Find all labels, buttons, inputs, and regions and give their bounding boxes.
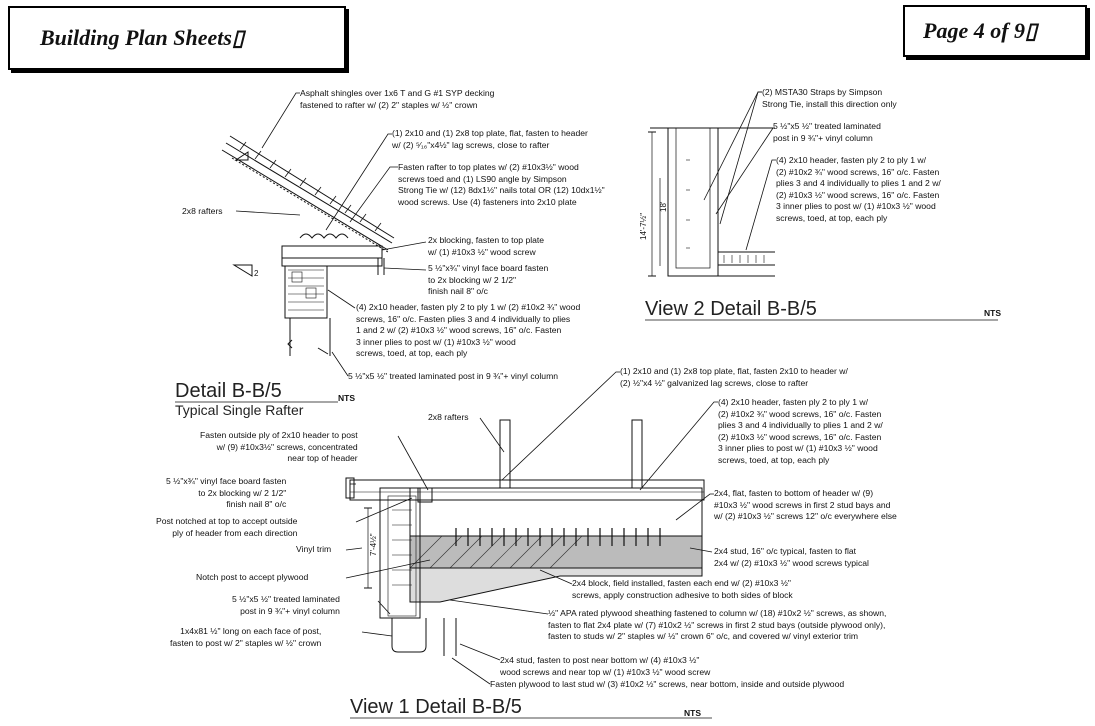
view2-note-header: (4) 2x10 header, fasten ply 2 to ply 1 w…	[776, 155, 941, 223]
detail-subtitle: Typical Single Rafter	[175, 402, 304, 418]
view1-note-last-stud: Fasten plywood to last stud w/ (3) #10x2…	[490, 679, 845, 689]
note-fasten-rafter: Fasten rafter to top plates w/ (2) #10x3…	[398, 162, 605, 207]
view2-note-post: 5 ½"x5 ½" treated laminated post in 9 ¾"…	[773, 121, 881, 143]
view1-note-block: 2x4 block, field installed, fasten each …	[572, 578, 793, 600]
view1-note-post: 5 ½"x5 ½" treated laminated post in 9 ¾"…	[232, 594, 340, 616]
note-rafters: 2x8 rafters	[182, 206, 223, 216]
note-post: 5 ½"x5 ½" treated laminated post in 9 ¾"…	[348, 371, 559, 381]
sheet-title-box: Building Plan Sheets▯	[8, 6, 346, 70]
note-shingles: Asphalt shingles over 1x6 T and G #1 SYP…	[300, 88, 495, 110]
svg-text:2: 2	[254, 269, 259, 278]
note-blocking: 2x blocking, fasten to top plate w/ (1) …	[428, 235, 545, 257]
rafter-section-leaders	[235, 92, 427, 377]
view1-note-notch-post: Notch post to accept plywood	[196, 572, 309, 582]
note-header: (4) 2x10 header, fasten ply 2 to ply 1 w…	[356, 302, 581, 358]
view1-note-header: (4) 2x10 header, fasten ply 2 to ply 1 w…	[718, 397, 883, 465]
view1-title: View 1 Detail B-B/5	[350, 696, 522, 718]
view2-note-straps: (2) MSTA30 Straps by Simpson Strong Tie,…	[762, 87, 897, 109]
note-vinyl-face: 5 ½"x¾" vinyl face board fasten to 2x bl…	[428, 263, 549, 296]
view1-note-plywood: ½" APA rated plywood sheathing fastened …	[548, 608, 887, 641]
view1-note-top-plate: (1) 2x10 and (1) 2x8 top plate, flat, fa…	[620, 366, 848, 388]
view1-note-stud: 2x4 stud, 16" o/c typical, fasten to fla…	[714, 546, 869, 568]
view1-leaders	[345, 371, 718, 685]
view1-drawing	[345, 419, 705, 656]
view1-note-flat-2x4: 2x4, flat, fasten to bottom of header w/…	[714, 488, 897, 521]
detail-title: Detail B-B/5	[175, 380, 282, 402]
view2-dimension-b: 18'	[659, 201, 668, 212]
page-number-box: Page 4 of 9▯	[903, 5, 1087, 57]
sheet-title: Building Plan Sheets▯	[40, 25, 245, 50]
view1-note-rafters: 2x8 rafters	[428, 412, 469, 422]
view1-dimension: 7'-4½"	[369, 533, 378, 556]
view2-dimension-a: 14'-7½"	[639, 213, 648, 240]
note-top-plate: (1) 2x10 and (1) 2x8 top plate, flat, fa…	[392, 128, 588, 150]
detail-nts: NTS	[338, 393, 355, 403]
view1-note-vinyl-face: 5 ½"x¾" vinyl face board fasten to 2x bl…	[166, 476, 287, 509]
view1-note-vinyl-trim: Vinyl trim	[296, 544, 332, 554]
view1-nts: NTS	[684, 708, 701, 718]
view1-note-stud-post: 2x4 stud, fasten to post near bottom w/ …	[500, 655, 711, 677]
view1-note-trim-1x4: 1x4x81 ½" long on each face of post, fas…	[170, 626, 322, 648]
view2-drawing	[648, 127, 775, 277]
rafter-section-drawing: 2	[221, 135, 395, 356]
view1-note-post-notched: Post notched at top to accept outside pl…	[156, 516, 298, 538]
view2-title: View 2 Detail B-B/5	[645, 298, 817, 320]
page-number: Page 4 of 9▯	[923, 18, 1038, 43]
view2-leaders	[703, 91, 776, 251]
view2-nts: NTS	[984, 308, 1001, 318]
view1-note-outside-ply: Fasten outside ply of 2x10 header to pos…	[200, 430, 358, 463]
